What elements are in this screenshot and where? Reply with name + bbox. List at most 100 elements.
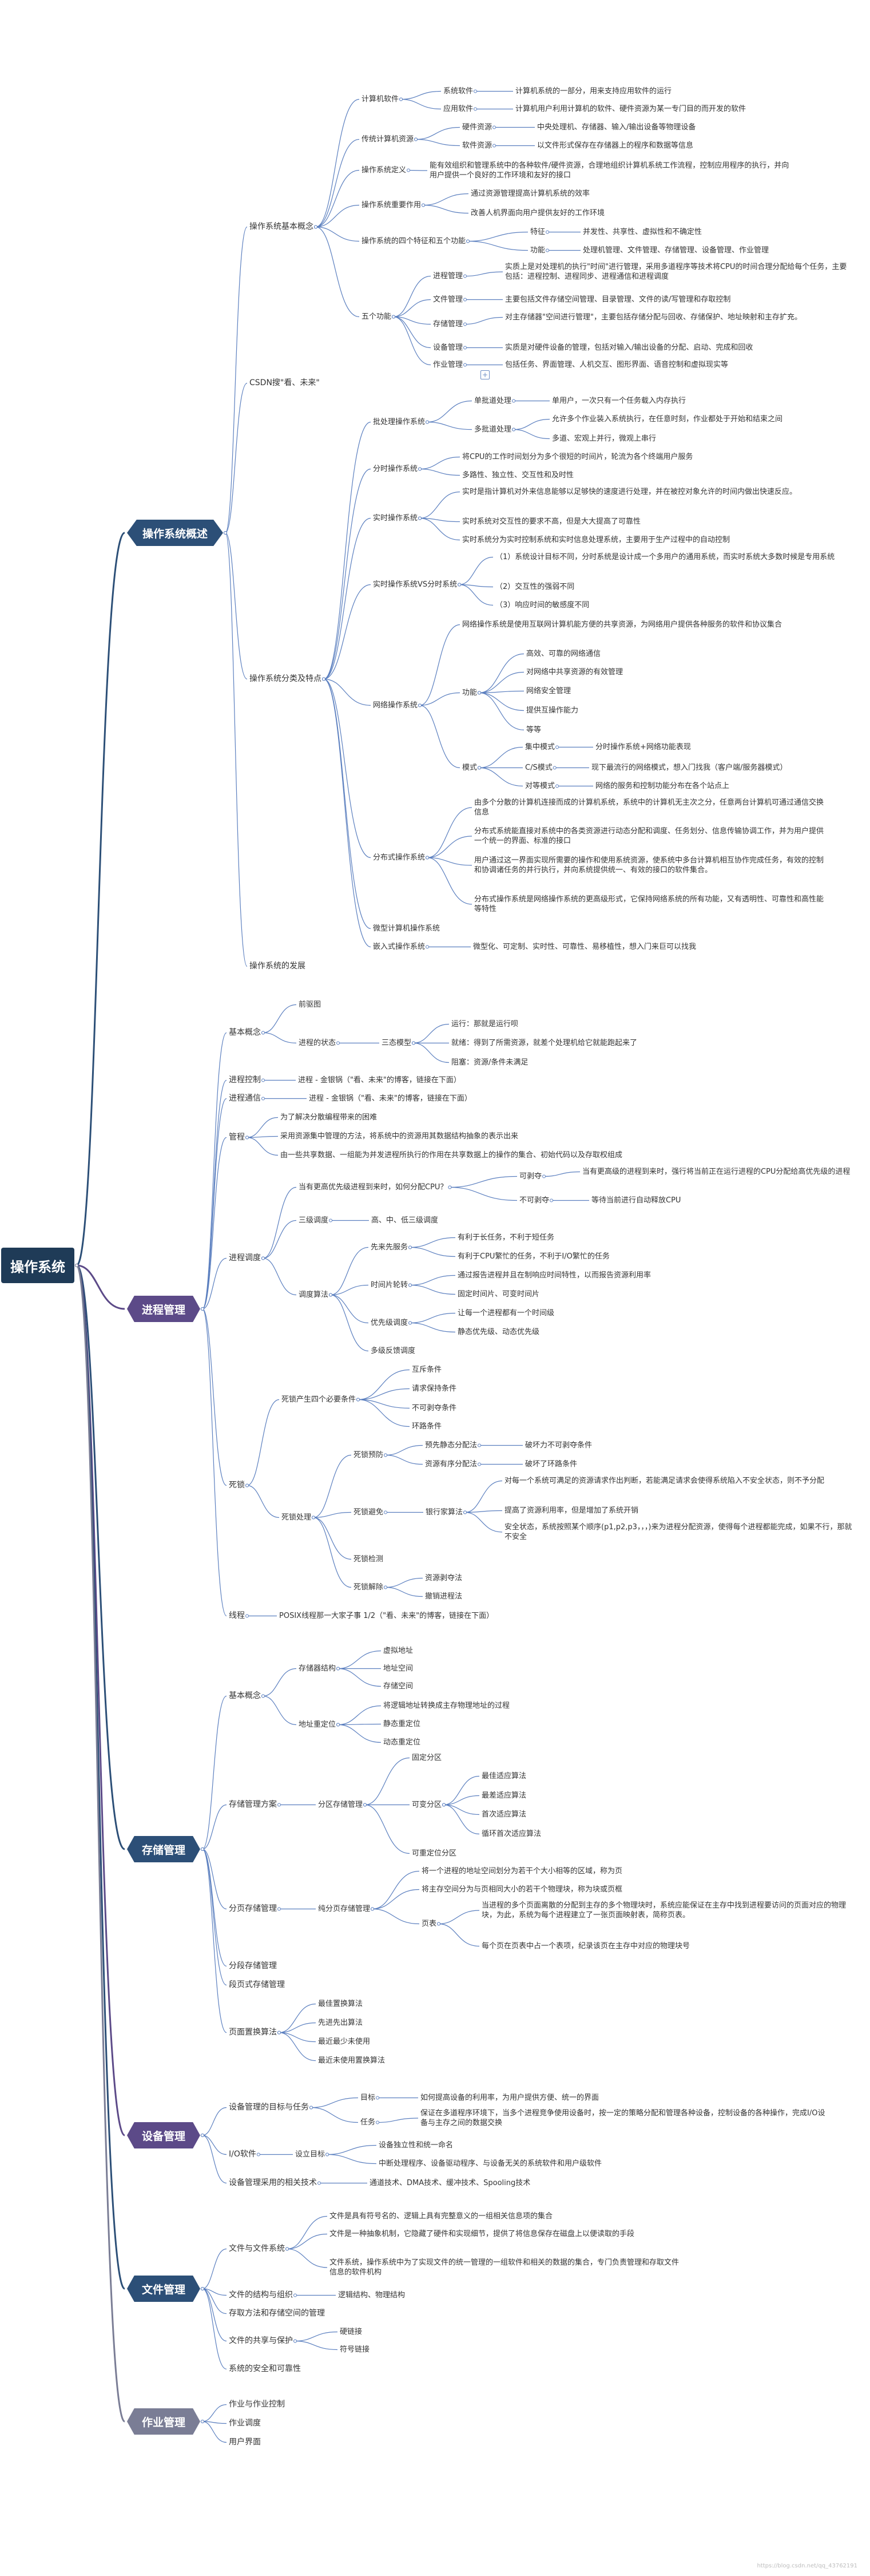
node-job-3[interactable]: 用户界面: [229, 2437, 261, 2447]
node-proc-control[interactable]: 进程控制: [229, 1075, 261, 1085]
node-segment[interactable]: 分段存储管理: [229, 1961, 277, 1970]
node-priority-sched[interactable]: 优先级调度: [371, 1319, 408, 1327]
node-deadlock-cond[interactable]: 死锁产生四个必要条件: [281, 1395, 356, 1404]
node-prevent-2[interactable]: 资源有序分配法: [425, 1460, 478, 1469]
node-release[interactable]: 死锁解除: [353, 1583, 384, 1592]
node-storage-scheme[interactable]: 存储管理方案: [229, 1800, 277, 1809]
node-device-mgmt[interactable]: 设备管理: [433, 343, 463, 352]
node-distributed-os[interactable]: 分布式操作系统: [373, 853, 426, 862]
node-storage-mgmt[interactable]: 存储管理: [433, 320, 463, 329]
node-proc-sched[interactable]: 进程调度: [229, 1253, 261, 1263]
node-page-table[interactable]: 页表: [422, 1920, 437, 1928]
node-device-target[interactable]: 目标: [360, 2094, 376, 2102]
node-io-software[interactable]: I/O软件: [229, 2150, 256, 2159]
node-multi-batch[interactable]: 多批道处理: [474, 425, 512, 434]
node-prevent-1[interactable]: 预先静态分配法: [425, 1441, 478, 1450]
node-preempt[interactable]: 可剥夺: [519, 1172, 542, 1181]
node-hw-res[interactable]: 硬件资源: [462, 123, 492, 132]
node-prio-question[interactable]: 当有更高优先级进程到来时，如何分配CPU？: [299, 1183, 448, 1192]
node-detect[interactable]: 死锁检测: [353, 1555, 384, 1564]
node-realtime-os[interactable]: 实时操作系统: [373, 514, 418, 523]
branch-file[interactable]: 文件管理: [127, 2276, 200, 2302]
node-three-state[interactable]: 三态模型: [382, 1039, 412, 1047]
expand-plus-icon[interactable]: +: [480, 370, 490, 379]
node-proc-comm[interactable]: 进程通信: [229, 1094, 261, 1103]
node-os-features[interactable]: 操作系统的四个特征和五个功能: [361, 237, 466, 246]
node-function[interactable]: 功能: [530, 246, 546, 255]
node-os-dev[interactable]: 操作系统的发展: [249, 961, 305, 971]
node-file-access[interactable]: 存取方法和存储空间的管理: [229, 2309, 325, 2318]
node-sched-algo[interactable]: 调度算法: [299, 1291, 329, 1299]
branch-device[interactable]: 设备管理: [127, 2122, 200, 2148]
node-reloc[interactable]: 地址重定位: [299, 1720, 336, 1729]
node-file-mgmt[interactable]: 文件管理: [433, 295, 463, 304]
branch-storage[interactable]: 存储管理: [127, 1836, 200, 1862]
node-prevent[interactable]: 死锁预防: [353, 1451, 384, 1459]
node-thread[interactable]: 线程: [229, 1611, 245, 1620]
node-single-batch[interactable]: 单批道处理: [474, 397, 512, 405]
node-banker[interactable]: 银行家算法: [426, 1508, 463, 1517]
node-network-mode[interactable]: 模式: [462, 763, 478, 772]
node-page-replace[interactable]: 页面置换算法: [229, 2028, 277, 2037]
node-csdn[interactable]: CSDN搜"看、未来": [249, 378, 320, 387]
node-batch-os[interactable]: 批处理操作系统: [373, 418, 426, 426]
node-mode-central[interactable]: 集中模式: [525, 743, 555, 751]
node-device-tech[interactable]: 设备管理采用的相关技术: [229, 2178, 317, 2187]
node-segpage[interactable]: 段页式存储管理: [229, 1980, 285, 1989]
node-paging[interactable]: 分页存储管理: [229, 1904, 277, 1913]
node-job-mgmt[interactable]: 作业管理: [433, 361, 463, 369]
node-os-roles[interactable]: 操作系统重要作用: [361, 201, 422, 209]
node-io-goal[interactable]: 设立目标: [295, 2150, 325, 2159]
branch-os-overview[interactable]: 操作系统概述: [127, 520, 223, 546]
node-file-struct[interactable]: 文件的结构与组织: [229, 2290, 293, 2300]
node-micro-os[interactable]: 微型计算机操作系统: [373, 924, 440, 933]
node-computer-res[interactable]: 传统计算机资源: [361, 135, 414, 144]
node-app-sw[interactable]: 应用软件: [443, 105, 474, 113]
node-nonpreempt[interactable]: 不可剥夺: [519, 1196, 550, 1205]
node-proc-state[interactable]: 进程的状态: [299, 1039, 336, 1047]
node-partition[interactable]: 分区存储管理: [318, 1801, 363, 1809]
node-os-classify[interactable]: 操作系统分类及特点: [249, 674, 321, 683]
connector-line: [202, 1098, 227, 1309]
node-deadlock[interactable]: 死锁: [229, 1481, 245, 1490]
node-rr[interactable]: 时间片轮转: [371, 1281, 408, 1289]
node-system-sw[interactable]: 系统软件: [443, 87, 474, 96]
root-node[interactable]: 操作系统: [1, 1248, 74, 1283]
node-mem-struct[interactable]: 存储器结构: [299, 1664, 336, 1673]
branch-process[interactable]: 进程管理: [127, 1296, 200, 1322]
node-os-def[interactable]: 操作系统定义: [361, 166, 407, 175]
node-three-level[interactable]: 三级调度: [299, 1216, 329, 1225]
node-five-functions[interactable]: 五个功能: [361, 312, 392, 321]
node-proc-mgmt[interactable]: 进程管理: [433, 272, 463, 280]
node-file-sys[interactable]: 文件与文件系统: [229, 2244, 285, 2253]
node-mlfq[interactable]: 多级反馈调度: [371, 1347, 416, 1355]
node-job-1[interactable]: 作业与作业控制: [229, 2400, 285, 2409]
node-timeshare-os[interactable]: 分时操作系统: [373, 465, 418, 473]
node-rt-vs-ts[interactable]: 实时操作系统VS分时系统: [373, 580, 458, 589]
node-proc-basic[interactable]: 基本概念: [229, 1028, 261, 1037]
node-network-func[interactable]: 功能: [462, 688, 478, 697]
node-network-os[interactable]: 网络操作系统: [373, 701, 418, 710]
node-file-security[interactable]: 系统的安全和可靠性: [229, 2364, 301, 2373]
node-fcfs[interactable]: 先来先服务: [371, 1243, 408, 1252]
node-feature[interactable]: 特征: [530, 228, 546, 236]
node-computer-sw[interactable]: 计算机软件: [361, 95, 399, 104]
node-device-task[interactable]: 任务: [360, 2118, 376, 2127]
node-storage-basic[interactable]: 基本概念: [229, 1691, 261, 1700]
leaf-cond-1: 互斥条件: [412, 1366, 442, 1374]
node-sw-res[interactable]: 软件资源: [462, 141, 492, 150]
node-job-2[interactable]: 作业调度: [229, 2419, 261, 2428]
node-mode-p2p[interactable]: 对等模式: [525, 782, 555, 790]
node-device-goal[interactable]: 设备管理的目标与任务: [229, 2103, 309, 2112]
node-mode-cs[interactable]: C/S模式: [525, 763, 553, 772]
node-prec-graph[interactable]: 前驱图: [299, 1000, 321, 1009]
node-os-basic[interactable]: 操作系统基本概念: [249, 222, 313, 231]
node-var-partition[interactable]: 可变分区: [412, 1801, 442, 1809]
node-file-share[interactable]: 文件的共享与保护: [229, 2336, 293, 2345]
node-embedded-os[interactable]: 嵌入式操作系统: [373, 943, 426, 951]
node-avoid[interactable]: 死锁避免: [353, 1508, 384, 1517]
branch-job[interactable]: 作业管理: [127, 2408, 200, 2435]
node-pure-paging[interactable]: 纯分页存储管理: [318, 1905, 371, 1913]
node-deadlock-handle[interactable]: 死锁处理: [281, 1513, 312, 1522]
node-monitor[interactable]: 管程: [229, 1133, 245, 1142]
